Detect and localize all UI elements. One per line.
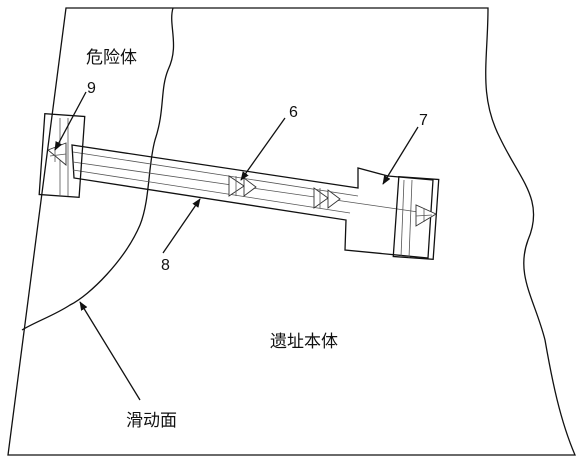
left-anchor-plate — [38, 113, 86, 198]
leader-9 — [54, 91, 87, 151]
leader-7 — [382, 126, 419, 185]
middle-anchor-1 — [228, 175, 257, 197]
callout-6: 6 — [289, 104, 298, 121]
slip-surface-label: 滑动面 — [126, 411, 177, 431]
middle-anchor-2 — [313, 187, 341, 209]
site-body-label: 遗址本体 — [270, 332, 338, 352]
leader-6 — [240, 117, 286, 181]
leader-8 — [162, 198, 201, 254]
anchor-bar — [71, 144, 434, 259]
callout-8: 8 — [161, 257, 170, 274]
right-anchor-plate — [392, 176, 440, 260]
leader-slip-surface — [79, 301, 141, 401]
slip-surface-line — [21, 7, 175, 331]
callout-7: 7 — [419, 112, 428, 129]
danger-body-label: 危险体 — [86, 48, 137, 68]
block-outline — [7, 7, 576, 456]
callout-9: 9 — [87, 80, 96, 97]
